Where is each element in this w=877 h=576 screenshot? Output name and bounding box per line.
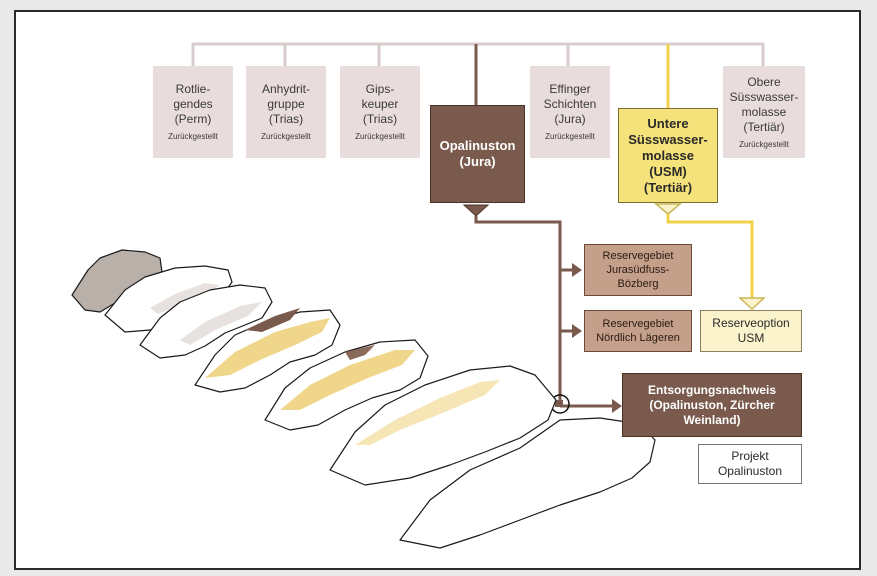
map-sequence xyxy=(71,249,656,549)
map-shape-4-yellow xyxy=(205,318,330,378)
projekt-label: Projekt Opalinuston xyxy=(717,449,783,478)
map-outline-3 xyxy=(139,284,273,359)
arrow-reserve-1 xyxy=(572,263,582,277)
entsorgungsnachweis-label: Entsorgungsnachweis (Opalinuston, Zürche… xyxy=(647,382,777,427)
usm-arrow-down xyxy=(653,203,683,215)
map-shape-4-brown xyxy=(245,308,300,332)
rock-unit-name: Rotlie- gendes (Perm) xyxy=(173,82,213,126)
usm-box: Untere Süsswasser- molasse (USM) (Tertiä… xyxy=(618,108,718,203)
rock-unit-anhydritgruppe: Anhydrit- gruppe (Trias) Zurückgestellt xyxy=(246,66,326,158)
rock-unit-rotliegendes: Rotlie- gendes (Perm) Zurückgestellt xyxy=(153,66,233,158)
top-connector-bar xyxy=(191,42,765,66)
rock-unit-status: Zurückgestellt xyxy=(261,132,311,141)
reserve-box-noerdlich-laegeren: Reservegebiet Nördlich Lägeren xyxy=(584,310,692,352)
usm-flow-line xyxy=(666,214,754,300)
map-shape-6-yellow xyxy=(355,380,500,445)
map-shape-3 xyxy=(180,302,262,345)
rock-unit-status: Zurückgestellt xyxy=(355,132,405,141)
reserve-box-jurasuedfuss-boezberg: Reservegebiet Jurasüdfuss- Bözberg xyxy=(584,244,692,296)
rock-unit-obere-suesswassermolasse: Obere Süsswasser- molasse (Tertiär) Zurü… xyxy=(723,66,805,158)
rock-unit-effinger-schichten: Effinger Schichten (Jura) Zurückgestellt xyxy=(530,66,610,158)
usm-label: Untere Süsswasser- molasse (USM) (Tertiä… xyxy=(628,115,708,195)
map-outline-7 xyxy=(399,417,656,549)
rock-unit-name: Obere Süsswasser- molasse (Tertiär) xyxy=(729,74,799,134)
map-shape-5-brown xyxy=(345,345,375,360)
map-shape-5-yellow xyxy=(280,350,415,410)
rock-unit-name: Gips- keuper (Trias) xyxy=(361,82,399,126)
usm-arrow-reserve xyxy=(738,297,766,311)
reserve-option-usm-box: Reserveoption USM xyxy=(700,310,802,352)
reserve-label: Reservegebiet Jurasüdfuss- Bözberg xyxy=(602,250,674,290)
map-outline-6 xyxy=(329,365,557,486)
reserve-option-label: Reserveoption USM xyxy=(712,316,790,345)
entsorgungsnachweis-box: Entsorgungsnachweis (Opalinuston, Zürche… xyxy=(622,373,802,437)
arrow-reserve-2 xyxy=(572,324,582,338)
reserve-label: Reservegebiet Nördlich Lägeren xyxy=(596,318,680,344)
rock-unit-name: Effinger Schichten (Jura) xyxy=(543,82,597,126)
opalinus-arrow-down xyxy=(462,204,490,217)
rock-unit-status: Zurückgestellt xyxy=(545,132,595,141)
arrow-entsorgung xyxy=(612,399,622,413)
opalinuston-label: Opalinuston (Jura) xyxy=(439,138,516,169)
rock-unit-status: Zurückgestellt xyxy=(168,132,218,141)
rock-unit-name: Anhydrit- gruppe (Trias) xyxy=(261,82,311,126)
site-marker-fill xyxy=(555,400,563,407)
map-shape-2 xyxy=(150,283,220,314)
projekt-opalinuston-box: Projekt Opalinuston xyxy=(698,444,802,484)
opalinuston-box: Opalinuston (Jura) xyxy=(430,105,525,203)
opalinus-flow-line xyxy=(474,216,562,400)
rock-unit-gipskeuper: Gips- keuper (Trias) Zurückgestellt xyxy=(340,66,420,158)
rock-unit-status: Zurückgestellt xyxy=(739,139,789,149)
